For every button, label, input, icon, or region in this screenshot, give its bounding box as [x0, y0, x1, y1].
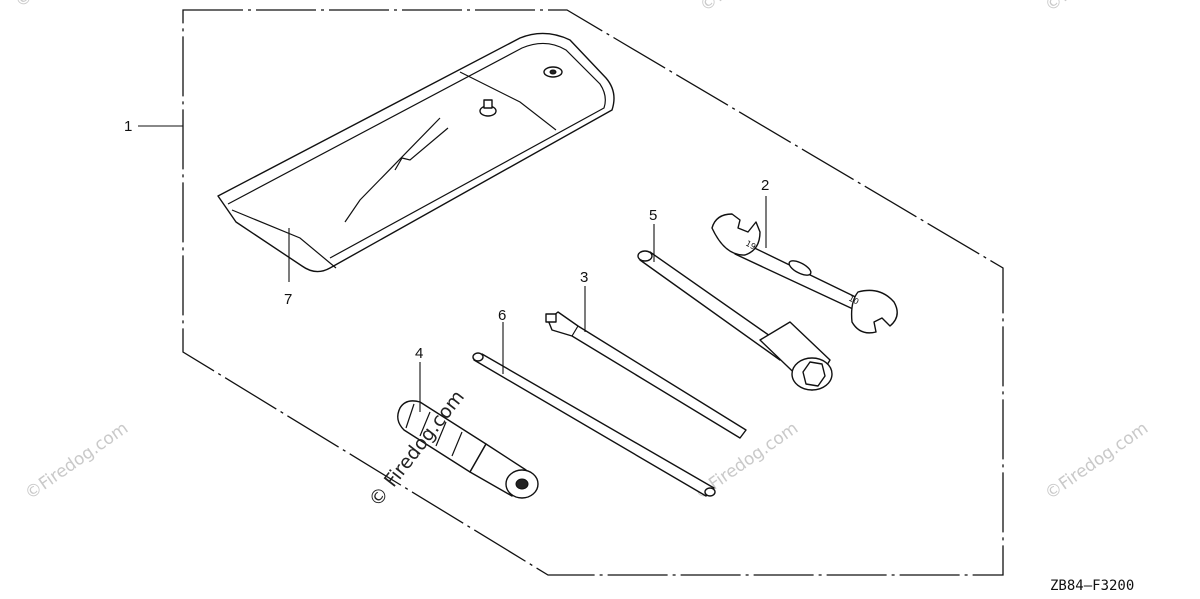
svg-text:10: 10	[847, 294, 860, 307]
screwdriver-shaft	[545, 311, 747, 439]
watermark-top-left: ©Firedog.com	[11, 0, 122, 12]
watermark-right: ©Firedog.com	[1041, 418, 1152, 504]
watermark-top-center: ©Firedog.com	[696, 0, 807, 16]
plug-wrench	[637, 250, 833, 391]
callout-2: 2	[761, 177, 769, 194]
callout-5: 5	[649, 207, 657, 224]
callout-6: 6	[498, 307, 506, 324]
leader-lines	[138, 125, 767, 412]
screwdriver-handle	[397, 400, 539, 499]
callout-3: 3	[580, 269, 588, 286]
watermark-top-right: ©Firedog.com	[1041, 0, 1152, 16]
open-end-wrench: 19 10	[711, 213, 898, 334]
diagram-code: ZB84—F3200	[1050, 578, 1134, 594]
svg-text:19: 19	[744, 239, 757, 252]
callout-4: 4	[415, 345, 423, 362]
kit-boundary-outline	[182, 9, 1004, 576]
watermark-left: ©Firedog.com	[21, 418, 132, 504]
tool-bag	[217, 32, 615, 273]
callout-7: 7	[284, 291, 292, 308]
rod	[472, 352, 716, 497]
callout-1: 1	[124, 118, 132, 135]
callouts: 1 2 3 4 5 6 7	[124, 118, 769, 362]
